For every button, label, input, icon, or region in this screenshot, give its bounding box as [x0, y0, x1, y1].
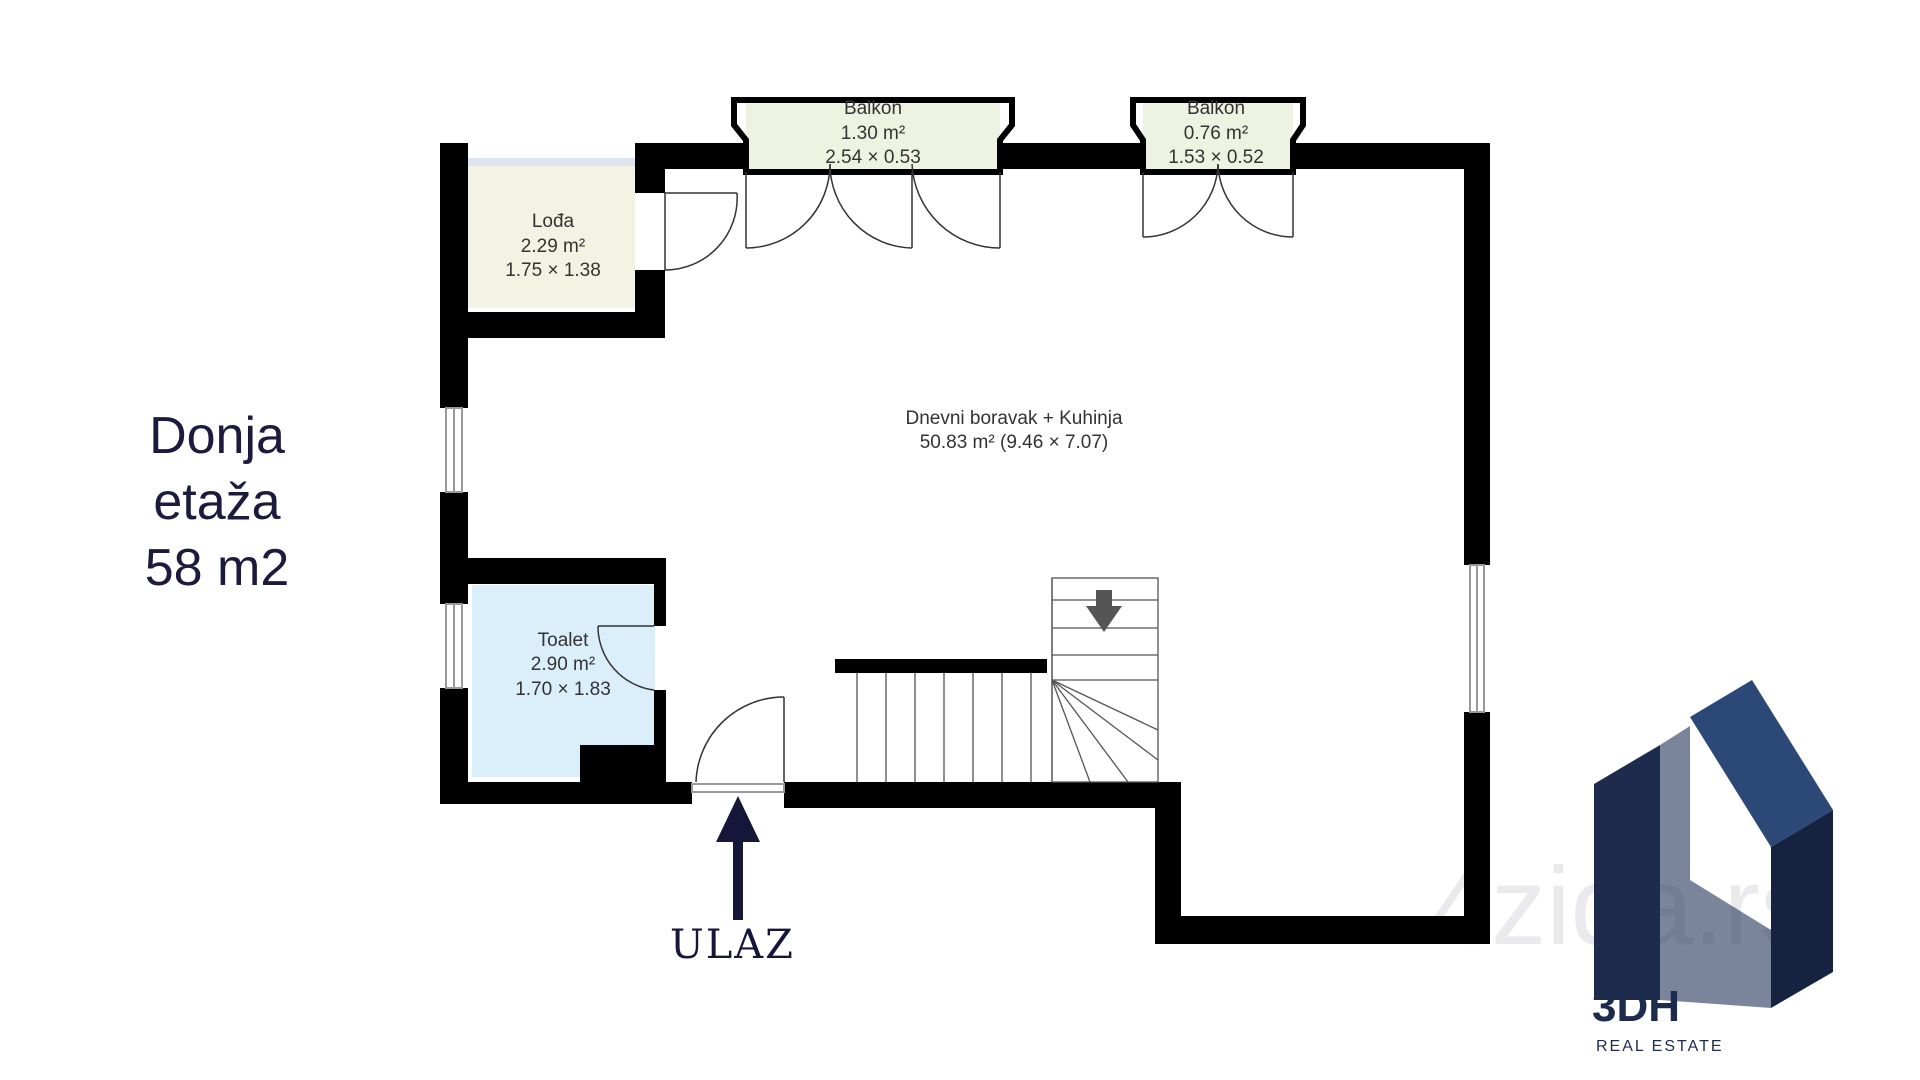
lodja-dims: 1.75 × 1.38: [505, 260, 601, 281]
brand-name: 3DH: [1592, 982, 1681, 1031]
entry-label: ULAZ: [670, 922, 795, 968]
balkon-left-area: 1.30 m²: [841, 123, 905, 144]
stair-down-arrow-icon: [1086, 590, 1122, 632]
balkon-right-area: 0.76 m²: [1184, 123, 1248, 144]
balkon-right-dims: 1.53 × 0.52: [1168, 147, 1264, 168]
lodja-area: 2.29 m²: [521, 236, 585, 257]
level-line-2: etaža: [153, 473, 281, 531]
doors: [597, 163, 1294, 783]
balkon-left-floor: [746, 100, 1000, 172]
lodja-name: Lođa: [532, 211, 575, 232]
balkon-left-name: Balkon: [844, 98, 902, 119]
toalet-area: 2.90 m²: [531, 654, 595, 675]
room-label-toalet: Toalet 2.90 m² 1.70 × 1.83: [515, 630, 611, 700]
level-line-1: Donja: [149, 407, 285, 465]
room-label-lodja: Lođa 2.29 m² 1.75 × 1.38: [505, 211, 601, 281]
living-area-dims: 50.83 m² (9.46 × 7.07): [920, 432, 1109, 453]
balkon-right-floor: [1143, 100, 1293, 172]
level-line-3: 58 m2: [144, 539, 290, 597]
balkon-left-dims: 2.54 × 0.53: [825, 147, 921, 168]
staircase: [856, 577, 1159, 783]
windows: [445, 158, 1485, 793]
toalet-dims: 1.70 × 1.83: [515, 679, 611, 700]
toalet-name: Toalet: [538, 630, 589, 651]
lodja-floor: [465, 160, 635, 308]
walls: [440, 143, 1490, 944]
entrance-arrow-icon: [716, 796, 760, 920]
brand-tagline: REAL ESTATE: [1596, 1038, 1724, 1055]
balkon-right-name: Balkon: [1187, 98, 1245, 119]
living-name: Dnevni boravak + Kuhinja: [905, 408, 1122, 429]
room-label-balkon-right: Balkon 0.76 m² 1.53 × 0.52: [1168, 98, 1264, 168]
room-label-balkon-left: Balkon 1.30 m² 2.54 × 0.53: [825, 98, 921, 168]
brand-logo-icon: [1594, 680, 1833, 1008]
room-label-living: Dnevni boravak + Kuhinja 50.83 m² (9.46 …: [905, 408, 1122, 453]
level-label: Donja etaža 58 m2: [107, 403, 327, 601]
